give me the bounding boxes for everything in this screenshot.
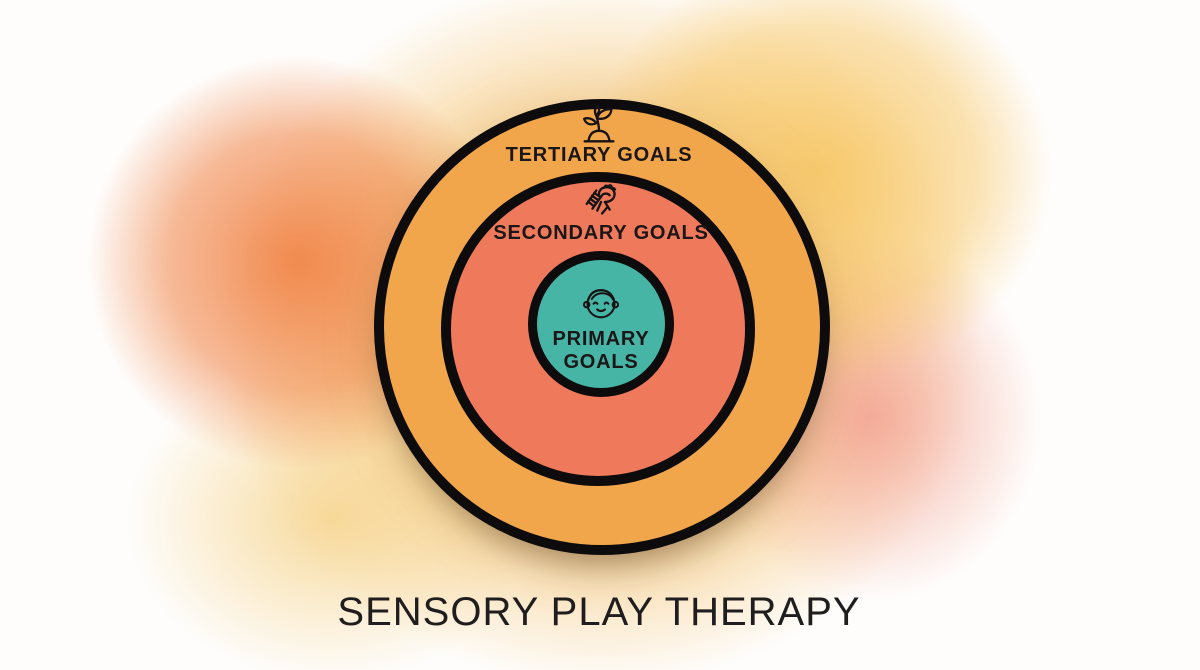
primary-goals-label: PRIMARY GOALS — [552, 328, 649, 374]
page-title: SENSORY PLAY THERAPY — [337, 590, 861, 634]
primary-goals-line1: PRIMARY — [552, 328, 650, 350]
circle-primary — [528, 251, 674, 397]
primary-goals-line2: GOALS — [563, 351, 639, 373]
child-face-icon — [580, 281, 622, 323]
sprout-icon — [576, 103, 622, 149]
handshake-icon — [580, 179, 626, 225]
secondary-goals-label: SECONDARY GOALS — [493, 222, 709, 244]
tertiary-goals-label: TERTIARY GOALS — [505, 144, 693, 166]
